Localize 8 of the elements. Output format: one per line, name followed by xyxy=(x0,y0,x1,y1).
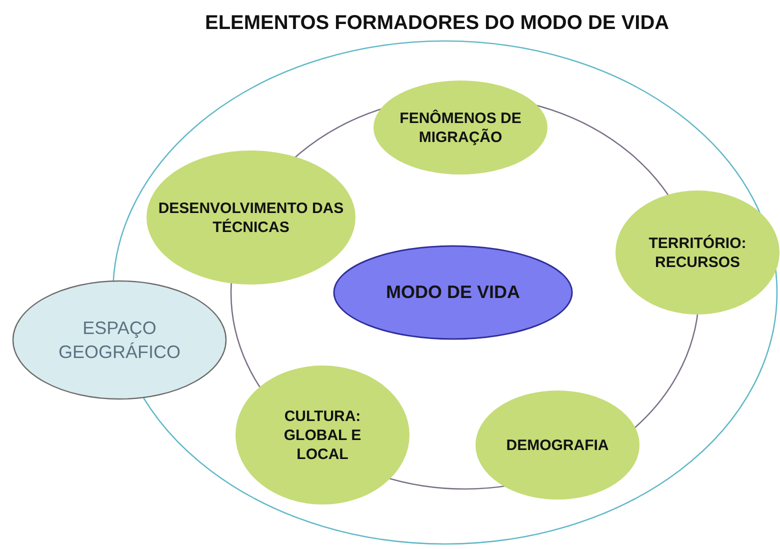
node-label: ESPAÇO GEOGRÁFICO xyxy=(57,317,182,364)
node-label: CULTURA: GLOBAL E LOCAL xyxy=(282,406,362,464)
node-label: DESENVOLVIMENTO DAS TÉCNICAS xyxy=(157,198,345,236)
node-label: DEMOGRAFIA xyxy=(505,436,610,454)
node-label: TERRITÓRIO: RECURSOS xyxy=(648,234,748,272)
diagram-title: ELEMENTOS FORMADORES DO MODO DE VIDA xyxy=(205,12,670,35)
node-label: MODO DE VIDA xyxy=(384,283,521,302)
node-label: FENÔMENOS DE MIGRAÇÃO xyxy=(398,108,522,146)
